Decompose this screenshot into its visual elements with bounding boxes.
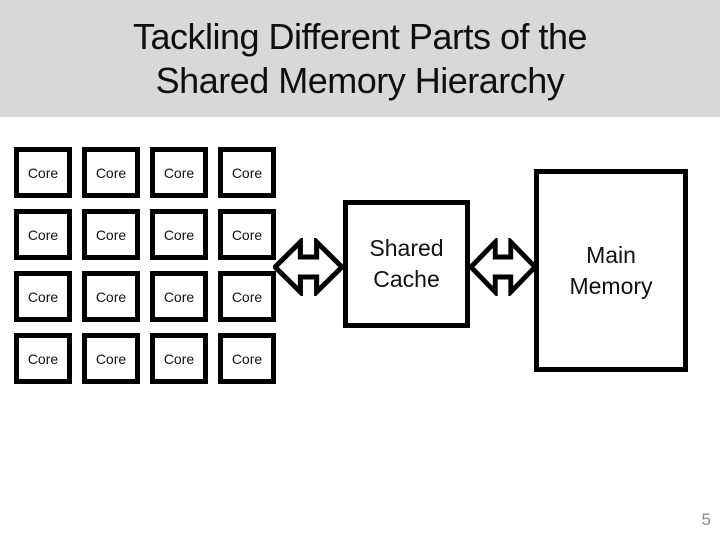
core-label: Core: [231, 350, 263, 367]
shared-cache-label-line-2: Cache: [373, 266, 440, 292]
core-label: Core: [231, 288, 263, 305]
main-memory-label-line-1: Main: [586, 241, 636, 268]
core-box: Core: [218, 147, 276, 198]
slide-title-line-1: Tackling Different Parts of the: [132, 16, 588, 57]
title-band: Tackling Different Parts of the Shared M…: [0, 0, 720, 117]
core-box: Core: [150, 209, 208, 260]
slide-title: Tackling Different Parts of the Shared M…: [0, 15, 720, 103]
core-label: Core: [163, 226, 195, 243]
core-box: Core: [82, 271, 140, 322]
core-box: Core: [82, 333, 140, 384]
core-box: Core: [150, 333, 208, 384]
core-box: Core: [14, 333, 72, 384]
core-box: Core: [14, 271, 72, 322]
main-memory-box: Main Memory: [534, 169, 688, 372]
core-box: Core: [82, 147, 140, 198]
core-box: Core: [218, 209, 276, 260]
core-label: Core: [163, 288, 195, 305]
core-label: Core: [231, 164, 263, 181]
core-label: Core: [27, 164, 59, 181]
core-box: Core: [150, 147, 208, 198]
double-arrow-icon: [273, 238, 344, 296]
core-label: Core: [231, 226, 263, 243]
core-box: Core: [82, 209, 140, 260]
core-label: Core: [95, 164, 127, 181]
core-label: Core: [27, 226, 59, 243]
core-label: Core: [163, 164, 195, 181]
core-label: Core: [27, 350, 59, 367]
shared-cache-box: Shared Cache: [343, 200, 470, 328]
core-label: Core: [95, 226, 127, 243]
core-label: Core: [163, 350, 195, 367]
shared-cache-label-line-1: Shared: [369, 235, 444, 261]
double-arrow-icon: [469, 238, 537, 296]
core-box: Core: [218, 333, 276, 384]
core-label: Core: [95, 350, 127, 367]
core-box: Core: [150, 271, 208, 322]
slide-title-line-2: Shared Memory Hierarchy: [155, 60, 565, 101]
core-box: Core: [218, 271, 276, 322]
core-label: Core: [95, 288, 127, 305]
main-memory-label-line-2: Memory: [569, 272, 653, 299]
page-number: 5: [701, 510, 711, 529]
core-label: Core: [27, 288, 59, 305]
core-box: Core: [14, 147, 72, 198]
core-box: Core: [14, 209, 72, 260]
core-grid: Core Core Core Core Core Core Core Core …: [14, 147, 276, 384]
